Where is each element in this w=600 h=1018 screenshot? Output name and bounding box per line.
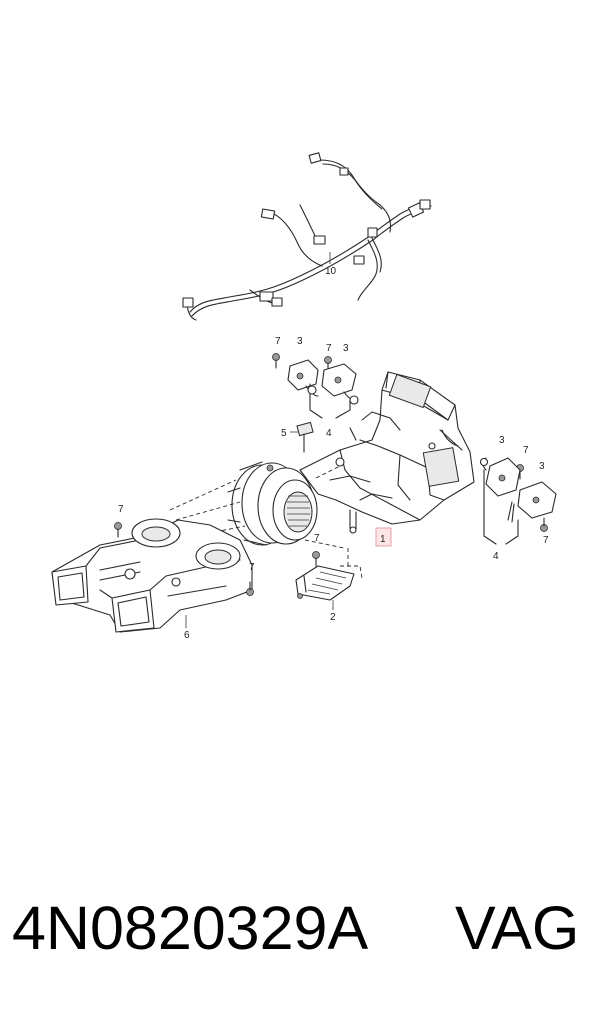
callout-2: 2 — [330, 612, 336, 623]
callout-3: 3 — [343, 343, 349, 354]
servo-motor — [482, 457, 521, 497]
screw — [312, 551, 320, 567]
callout-3: 3 — [297, 336, 303, 347]
screw — [324, 356, 332, 372]
blower-fan — [227, 461, 318, 546]
callout-3: 3 — [499, 435, 505, 446]
callout-7: 7 — [326, 343, 332, 354]
callout-7: 7 — [543, 535, 549, 546]
heater-housing — [299, 371, 475, 534]
air-duct-assembly — [51, 518, 253, 633]
screw — [246, 581, 254, 596]
callout-3: 3 — [539, 461, 545, 472]
brand-label: VAG — [455, 894, 580, 962]
callout-6: 6 — [184, 630, 190, 641]
callout-7: 7 — [118, 504, 124, 515]
screw — [114, 522, 122, 538]
callout-7: 7 — [275, 336, 281, 347]
wiring-harness — [182, 152, 432, 321]
servo-motor — [321, 363, 359, 402]
callout-7: 7 — [249, 562, 255, 573]
servo-motor — [507, 481, 557, 523]
screw — [272, 353, 280, 369]
part-number: 4N0820329A — [12, 894, 369, 962]
screw — [540, 517, 548, 532]
callout-4: 4 — [493, 551, 499, 562]
temperature-sensor — [290, 421, 314, 453]
blower-resistor — [295, 565, 355, 610]
callout-7: 7 — [523, 445, 529, 456]
callout-4: 4 — [326, 428, 332, 439]
parts-exploded-diagram: 10 1 — [51, 152, 557, 641]
callout-5: 5 — [281, 428, 287, 439]
callout-1: 1 — [380, 534, 386, 545]
servo-motor — [287, 359, 319, 397]
callout-7: 7 — [314, 533, 320, 544]
callout-10: 10 — [325, 266, 337, 277]
callout-1-highlight — [375, 527, 392, 547]
